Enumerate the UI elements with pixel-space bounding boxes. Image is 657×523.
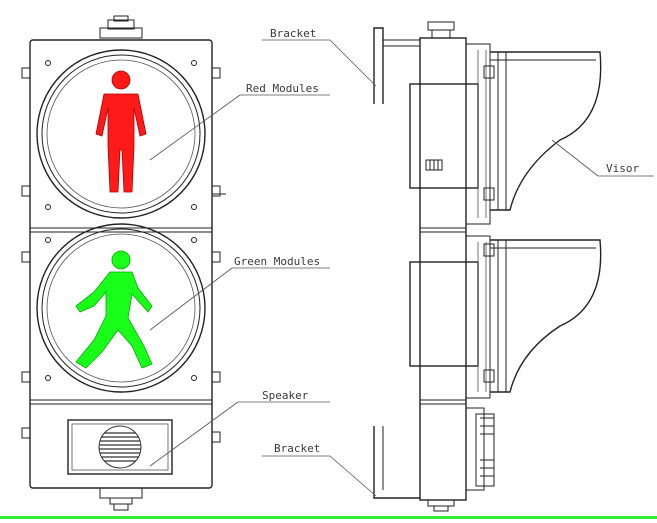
housing-hinges: [21, 67, 226, 443]
clamp-bolt-icon: [425, 159, 443, 171]
label-bracket-bottom: Bracket: [274, 442, 320, 455]
top-cap-bolt: [113, 15, 129, 22]
upper-lens-frame: [465, 43, 491, 225]
speaker-panel: [67, 419, 173, 475]
speaker-grille-icon: [98, 425, 142, 469]
side-housing: [419, 37, 467, 501]
label-speaker: Speaker: [262, 389, 309, 402]
upper-visor: [490, 51, 602, 211]
green-walking-man-icon: [75, 250, 153, 369]
bottom-cap-nut: [109, 497, 133, 505]
label-red-modules: Red Modules: [246, 82, 319, 95]
lens-clips: [483, 65, 495, 383]
top-cap: [99, 27, 143, 39]
green-module: [36, 223, 206, 393]
top-bracket: [373, 27, 420, 104]
red-module: [36, 49, 206, 219]
label-bracket-top: Bracket: [270, 27, 316, 40]
front-view: [21, 15, 226, 511]
bottom-cap: [99, 487, 143, 499]
lower-visor: [490, 239, 602, 393]
side-speaker-unit: [465, 407, 495, 491]
red-standing-man-icon: [95, 70, 147, 193]
label-green-modules: Green Modules: [234, 255, 320, 268]
lower-lens-frame: [465, 235, 491, 399]
side-view: [373, 21, 602, 512]
label-visor: Visor: [606, 162, 639, 175]
top-cap-nut: [107, 19, 135, 30]
base-bar: [0, 516, 657, 519]
speaker-section: [67, 419, 173, 475]
callouts: Bracket Red Modules Green Modules Speake…: [149, 27, 654, 497]
bottom-bracket: [373, 426, 420, 499]
